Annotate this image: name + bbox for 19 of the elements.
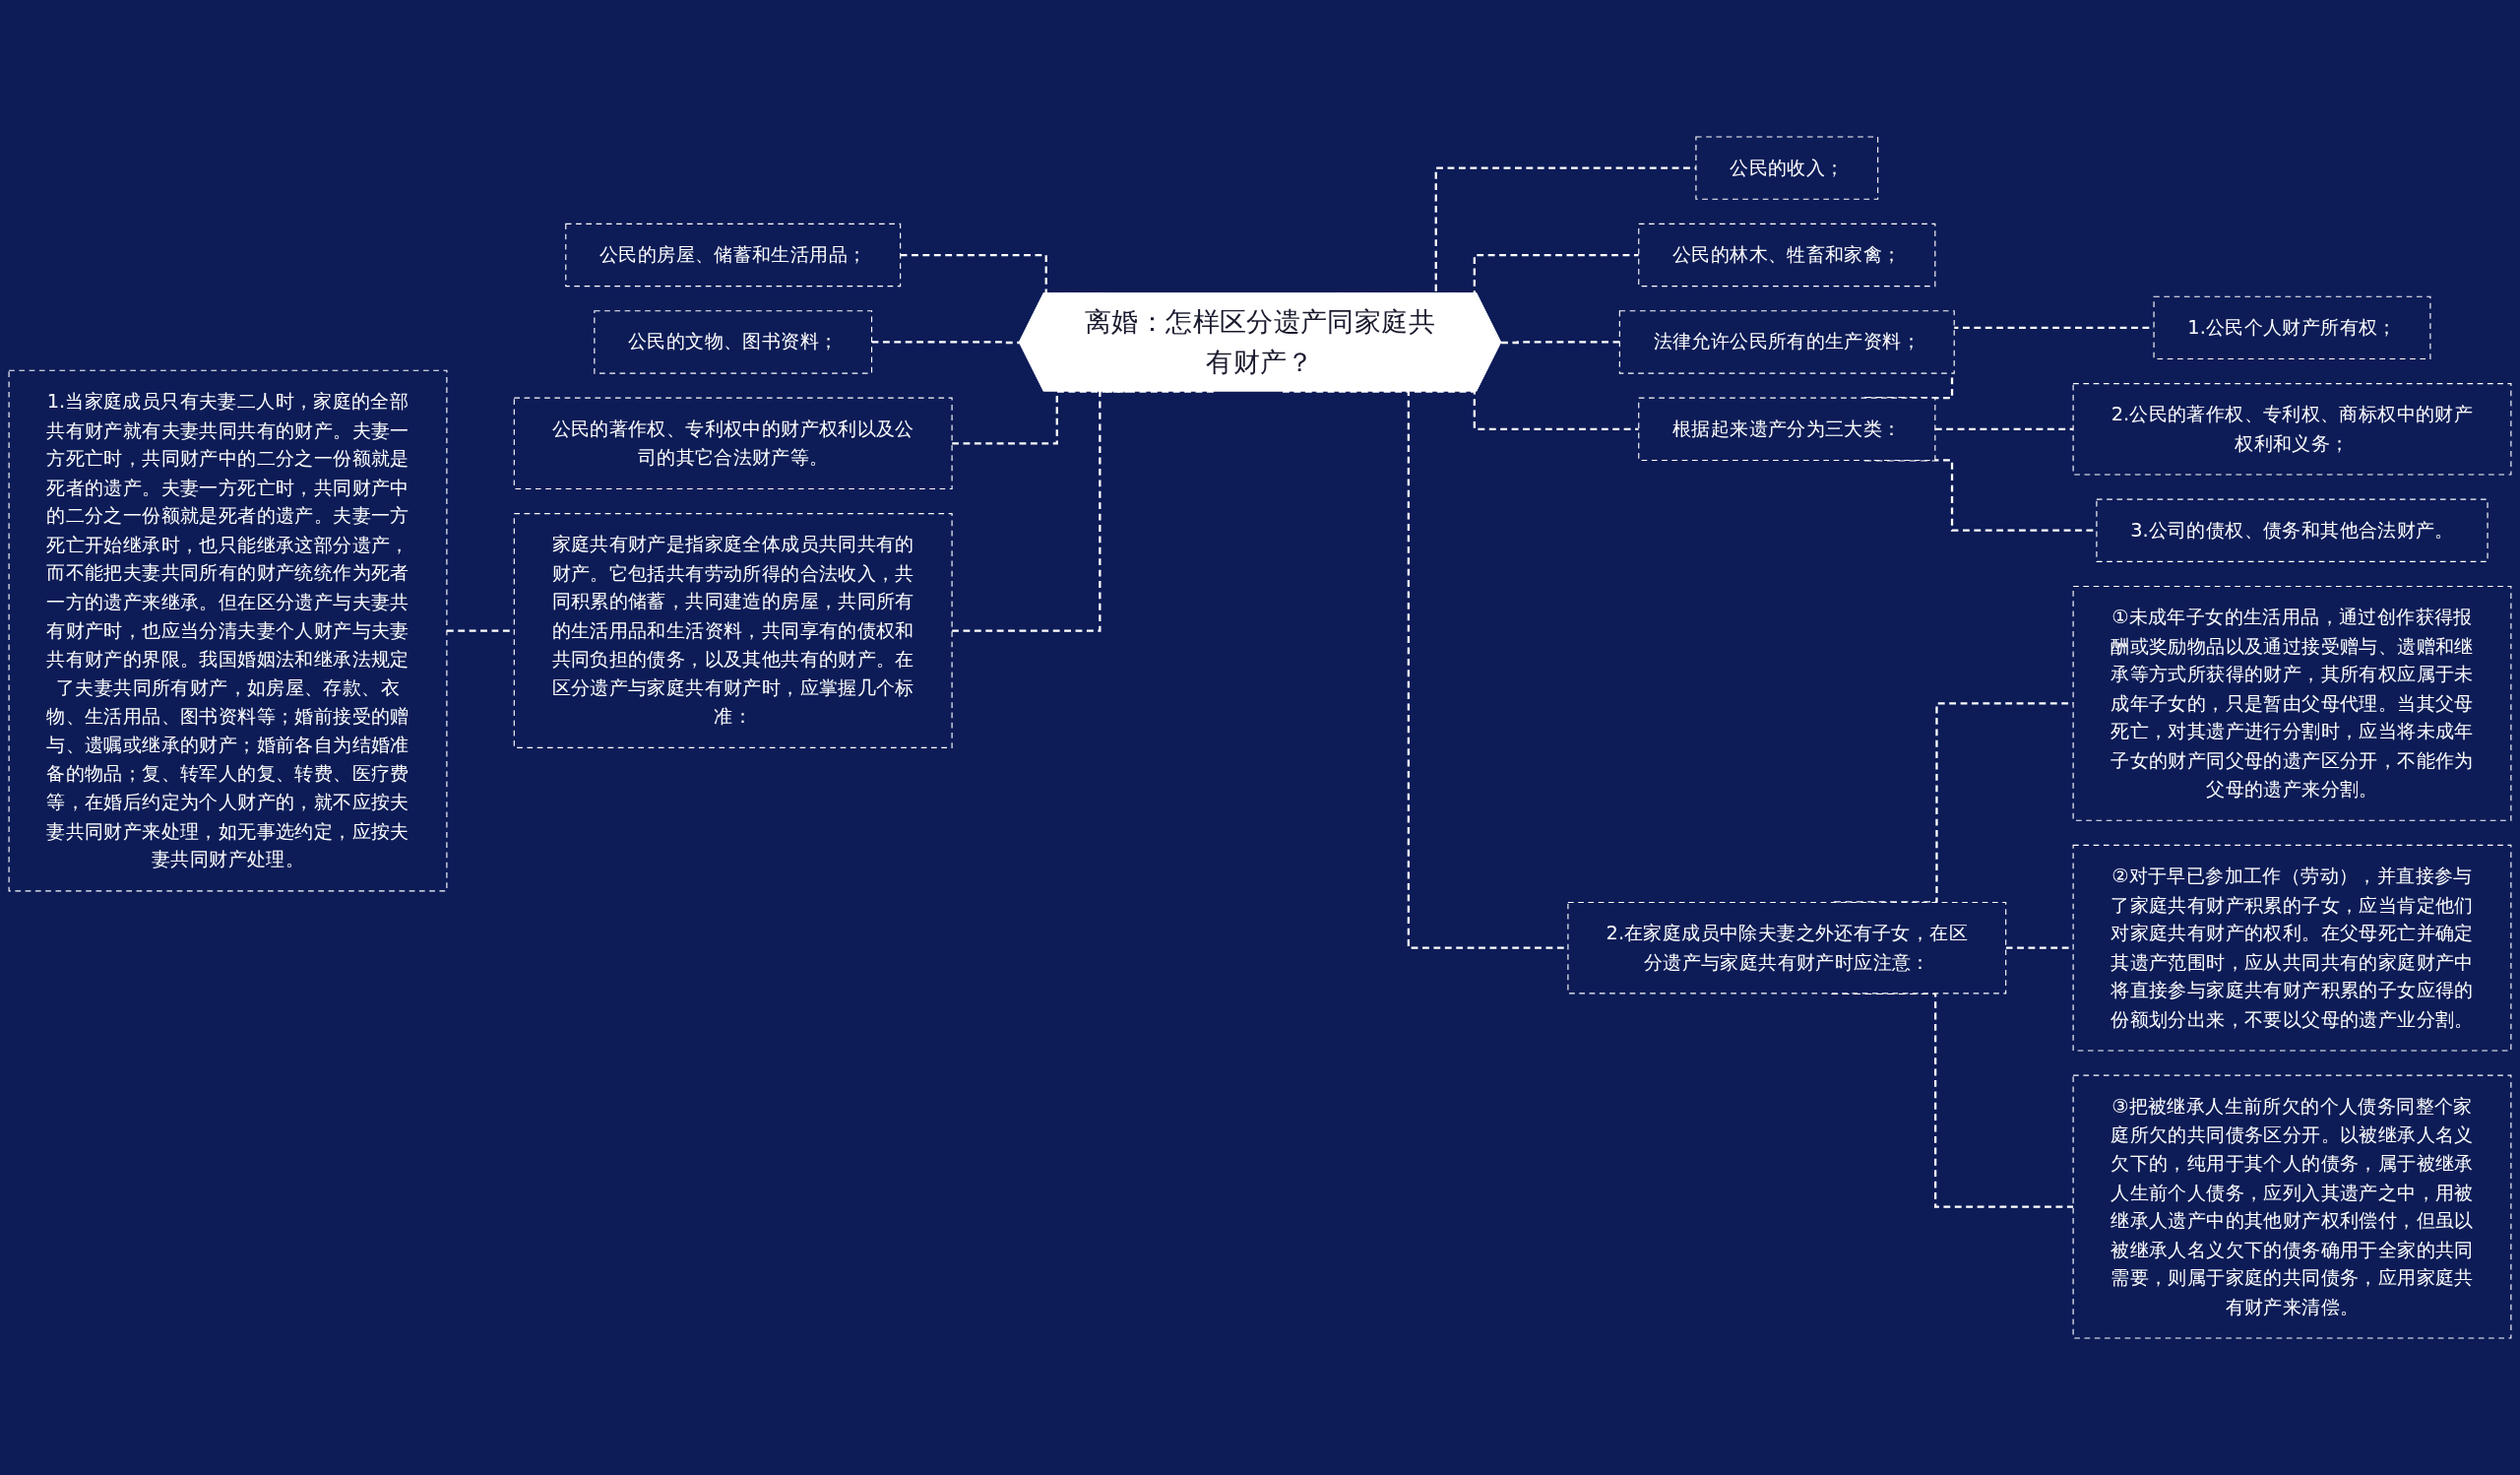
node-box: 家庭共有财产是指家庭全体成员共同共有的财产。它包括共有劳动所得的合法收入，共同积累的储蓄，共同建造的房屋，共同所有的生活用品和生活资料，共同享有的债权和共同负担的债务，以及其他共有的财产。在区分遗产与家庭共有财产时，应掌握几个标准：	[513, 513, 953, 748]
node-box: ③把被继承人生前所欠的个人债务同整个家庭所欠的共同债务区分开。以被继承人名义欠下的，纯用于其个人的债务，属于被继承人生前个人债务，应列入其遗产之中，用被继承人遗产中的其他财产权利偿付，但虽以被继承人名义欠下的债务确用于全家的共同需要，则属于家庭的共同债务，应用家庭共有财产来清偿。	[2072, 1074, 2512, 1339]
node-box: 2.公民的著作权、专利权、商标权中的财产权利和义务；	[2072, 383, 2512, 476]
node-box: 法律允许公民所有的生产资料；	[1618, 310, 1955, 374]
connector	[1934, 427, 2074, 430]
node-box: 公民的房屋、储蓄和生活用品；	[565, 223, 902, 288]
node-box: 1.当家庭成员只有夫妻二人时，家庭的全部共有财产就有夫妻共同共有的财产。夫妻一方死亡时，共同财产中的二分之一份额就是死者的遗产。夫妻一方死亡时，共同财产中的二分之一份额就是死者的遗产。夫妻一方死亡开始继承时，也只能继承这部分遗产，而不能把夫妻共同所有的财产统统作为死者一方的遗产来继承。但在区分遗产与夫妻共有财产时，也应当分清夫妻个人财产与夫妻共有财产的界限。我国婚姻法和继承法规定了夫妻共同所有财产，如房屋、存款、衣物、生活用品、图书资料等；婚前接受的赠与、遗嘱或继承的财产；婚前各自为结婚准备的物品；复、转军人的复、转费、医疗费等，在婚后约定为个人财产的，就不应按夫妻共同财产来处理，如无事选约定，应按夫妻共同财产处理。	[8, 369, 448, 892]
node-box: ②对于早已参加工作（劳动），并直接参与了家庭共有财产积累的子女，应当肯定他们对家庭共有财产的权利。在父母死亡并确定其遗产范围时，应从共同共有的家庭财产中将直接参与家庭共有财产积累的子女应得的份额划分出来，不要以父母的遗产业分割。	[2072, 844, 2512, 1052]
connector	[1501, 341, 1620, 345]
node-box: 1.公民个人财产所有权；	[2153, 295, 2431, 360]
node-box: 公民的林木、牲畜和家禽；	[1638, 223, 1936, 288]
node-box: 2.在家庭成员中除夫妻之外还有子女，在区分遗产与家庭共有财产时应注意：	[1567, 901, 2007, 994]
node-box: 3.公司的债权、债务和其他合法财产。	[2096, 498, 2488, 562]
node-box: 公民的文物、图书资料；	[594, 310, 873, 374]
connector	[871, 341, 1021, 345]
node-box: ①未成年子女的生活用品，通过创作获得报酬或奖励物品以及通过接受赠与、遗赠和继承等方式所获得的财产，其所有权应属于未成年子女的，只是暂由父母代理。当其父母死亡，对其遗产进行分割时，应当将未成年子女的财产同父母的遗产区分开，不能作为父母的遗产来分割。	[2072, 585, 2512, 821]
node-box: 公民的著作权、专利权中的财产权利以及公司的其它合法财产等。	[513, 397, 953, 490]
node-box: 根据起来遗产分为三大类：	[1638, 397, 1936, 461]
node-box: 公民的收入；	[1695, 136, 1879, 200]
